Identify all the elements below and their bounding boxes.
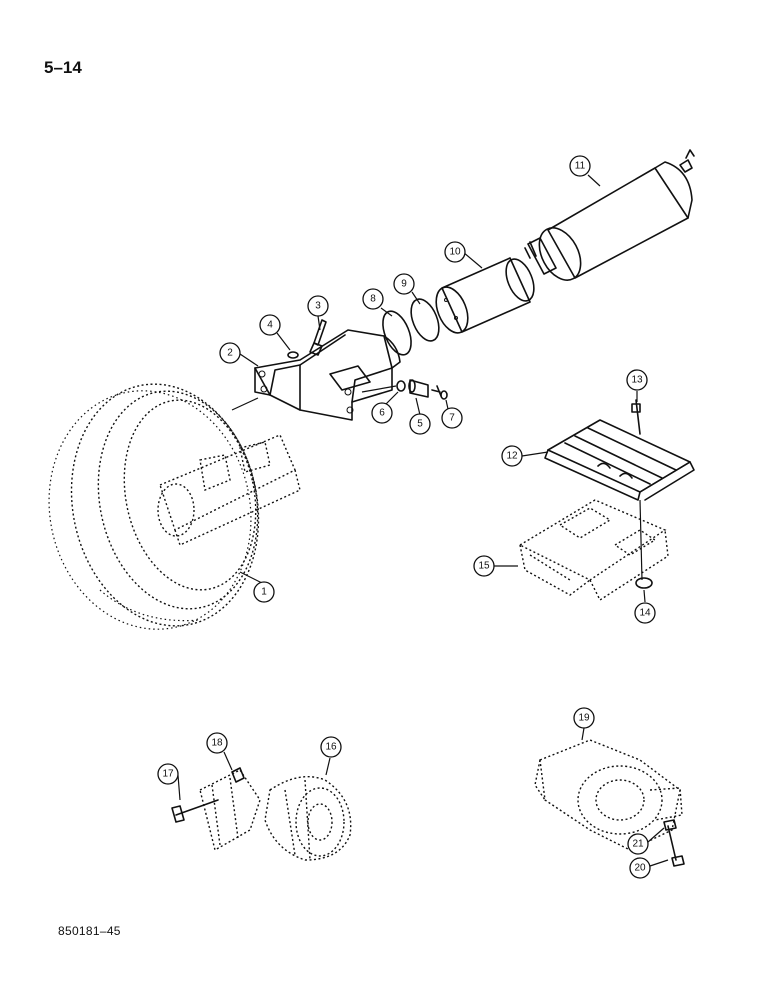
svg-text:1: 1 [261, 587, 267, 598]
svg-text:7: 7 [449, 413, 455, 424]
svg-text:8: 8 [370, 294, 376, 305]
callout-5: 5 [409, 413, 431, 435]
svg-text:5: 5 [417, 419, 423, 430]
track-link [518, 499, 669, 602]
callout-16: 16 [320, 736, 342, 758]
callout-6: 6 [371, 402, 393, 424]
carrier-roller [171, 767, 352, 861]
svg-text:14: 14 [639, 608, 651, 619]
callout-10: 10 [444, 241, 466, 263]
callout-18: 18 [206, 732, 228, 754]
svg-text:6: 6 [379, 408, 385, 419]
svg-text:15: 15 [478, 561, 490, 572]
idler-wheel [48, 383, 301, 630]
callout-1: 1 [253, 581, 275, 603]
callout-8: 8 [362, 288, 384, 310]
recoil-cylinder [524, 149, 695, 281]
callout-15: 15 [473, 555, 495, 577]
svg-text:20: 20 [634, 863, 646, 874]
svg-text:12: 12 [506, 451, 518, 462]
svg-text:17: 17 [162, 769, 174, 780]
callout-9: 9 [393, 273, 415, 295]
svg-text:13: 13 [631, 375, 643, 386]
callout-leaders [177, 174, 669, 867]
svg-text:3: 3 [315, 301, 321, 312]
svg-text:16: 16 [325, 742, 337, 753]
track-shoe [544, 399, 695, 581]
mounting-bracket [231, 329, 401, 421]
callout-12: 12 [501, 445, 523, 467]
callout-13: 13 [626, 369, 648, 391]
callout-7: 7 [441, 407, 463, 429]
callout-4: 4 [259, 314, 281, 336]
callout-17: 17 [157, 763, 179, 785]
svg-text:11: 11 [575, 161, 586, 172]
svg-text:10: 10 [449, 247, 461, 258]
svg-text:18: 18 [211, 738, 223, 749]
track-roller [534, 739, 685, 867]
callout-11: 11 [569, 155, 591, 177]
svg-text:21: 21 [632, 839, 644, 850]
svg-text:19: 19 [578, 713, 590, 724]
page-number: 5–14 [44, 58, 82, 77]
piston [435, 257, 535, 334]
callout-3: 3 [307, 295, 329, 317]
callout-19: 19 [573, 707, 595, 729]
svg-text:9: 9 [401, 279, 407, 290]
callout-14: 14 [634, 602, 656, 624]
figure-id: 850181–45 [58, 924, 121, 938]
grease-fitting [361, 379, 448, 400]
callout-2: 2 [219, 342, 241, 364]
callout-21: 21 [627, 833, 649, 855]
callout-20: 20 [629, 857, 651, 879]
svg-text:2: 2 [227, 348, 233, 359]
svg-text:4: 4 [267, 320, 273, 331]
